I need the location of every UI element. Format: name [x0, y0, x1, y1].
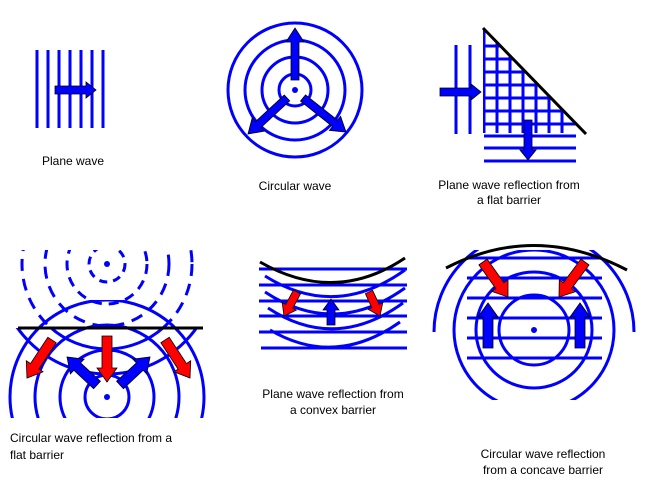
propagation-arrow-down-right-icon [299, 94, 347, 133]
incident-arrow-right-icon [364, 289, 384, 317]
plane-convex-panel: Plane wave reflection from a convex barr… [259, 256, 407, 417]
plane-convex-label-line1: Plane wave reflection from [262, 387, 403, 401]
plane-flat-panel: Plane wave reflection from a flat barrie… [438, 26, 588, 207]
plane-convex-label-line2: a convex barrier [290, 403, 376, 417]
incident-arrow-left-icon [478, 258, 509, 298]
incident-arrow-left-icon [25, 336, 57, 379]
circular-wavefronts [226, 21, 364, 159]
circular-concave-label-line1: Circular wave reflection [481, 447, 606, 461]
incident-arrow-center-icon [96, 335, 118, 383]
reflected-arrow-left-icon [477, 302, 499, 349]
plane-flat-label-line1: Plane wave reflection from [438, 178, 579, 192]
circular-flat-label-line1: Circular wave reflection from a [10, 431, 172, 445]
circular-wave-panel: Circular wave [226, 21, 364, 193]
incident-arrow-icon [439, 83, 482, 101]
reflected-arrow-right-icon [116, 356, 151, 390]
plane-flat-label-line2: a flat barrier [477, 193, 541, 207]
circular-wave-label: Circular wave [259, 179, 332, 193]
incident-arrow-left-icon [281, 289, 302, 317]
propagation-arrow-icon [54, 81, 97, 99]
plane-wave-panel: Plane wave [35, 50, 105, 168]
flat-barrier [481, 26, 588, 136]
incident-arrow-right-icon [160, 336, 192, 379]
propagation-arrow-down-left-icon [247, 94, 291, 135]
reflected-arrow-icon [322, 298, 340, 326]
incident-arrow-right-icon [558, 258, 590, 298]
propagation-arrow-up-icon [285, 27, 305, 81]
reflected-arrow-right-icon [569, 302, 591, 349]
reflected-arrow-icon [519, 119, 537, 161]
circular-concave-label-line2: from a concave barrier [483, 463, 603, 477]
reflected-arrow-left-icon [66, 356, 101, 390]
circular-flat-label-line2: flat barrier [10, 448, 64, 462]
concave-barrier [445, 244, 628, 272]
circular-concave-panel: Circular wave reflection from a concave … [432, 244, 636, 477]
plane-wave-label: Plane wave [42, 154, 104, 168]
reflected-wavefronts [432, 250, 636, 400]
circular-flat-panel: Circular wave reflection from a flat bar… [8, 250, 206, 462]
incident-dashed-wavefronts [20, 250, 194, 328]
convex-barrier [259, 256, 406, 285]
